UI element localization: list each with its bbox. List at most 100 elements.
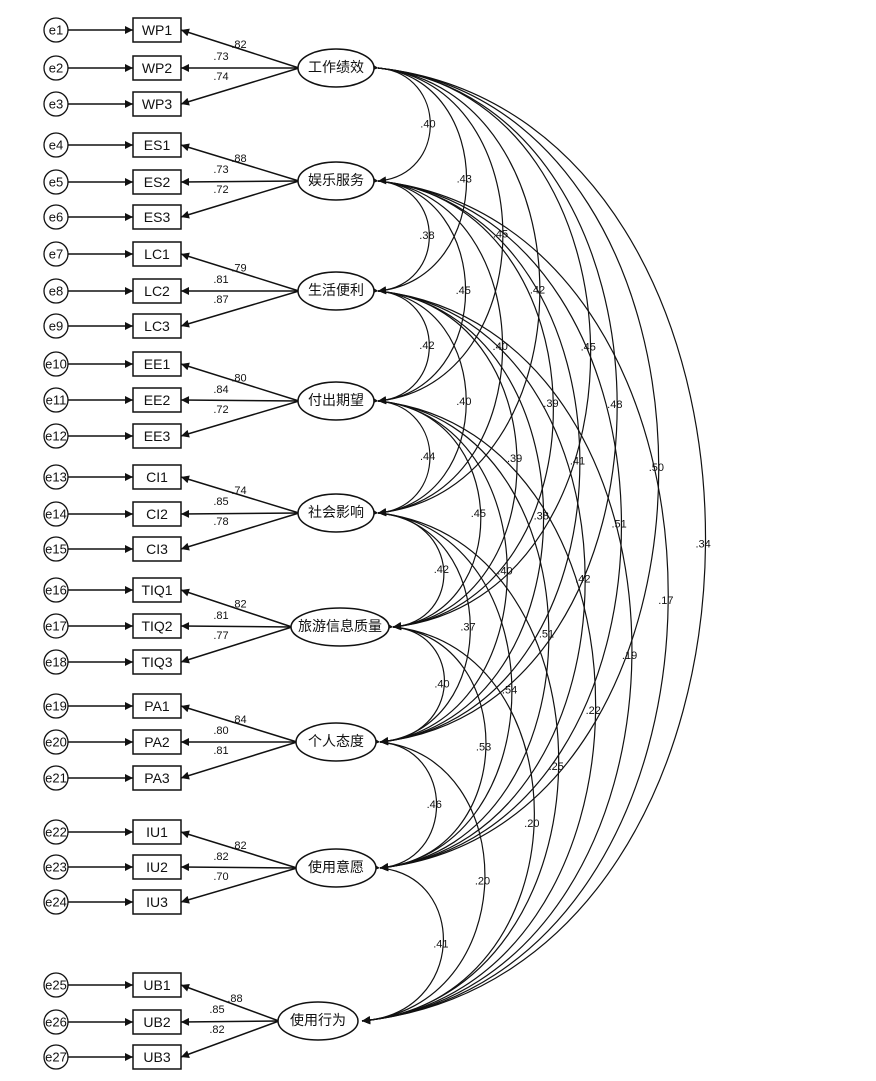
indicator-label: ES2	[144, 174, 171, 190]
latent-construct-4	[297, 381, 375, 421]
indicator-box-lc3	[132, 313, 182, 339]
correlation-arc-8-9	[361, 863, 444, 1025]
indicator-box-es3	[132, 204, 182, 230]
correlation-arc-1-9	[361, 63, 707, 1025]
loading-value: .79	[231, 262, 246, 274]
construct-label: 使用意愿	[308, 859, 364, 876]
error-label: e1	[49, 23, 63, 38]
correlation-arc-3-5	[369, 286, 467, 517]
indicator-box-tiq1	[132, 577, 182, 603]
indicator-label: IU3	[146, 894, 168, 910]
indicator-box-ub3	[132, 1044, 182, 1070]
correlation-arc-2-4	[369, 176, 467, 405]
correlation-value: .45	[493, 229, 508, 241]
error-node-e17	[43, 613, 69, 639]
indicator-box-lc2	[132, 278, 182, 304]
indicator-box-lc1	[132, 241, 182, 267]
loading-value: .84	[231, 714, 246, 726]
error-node-e8	[43, 278, 69, 304]
indicator-box-iu2	[132, 854, 182, 880]
latent-construct-5	[297, 493, 375, 533]
indicator-box-ee3	[132, 423, 182, 449]
measurement-paths	[68, 26, 300, 1061]
loading-path-ee2	[180, 396, 300, 405]
indicator-label: UB3	[143, 1049, 170, 1065]
correlation-value: .39	[507, 453, 522, 465]
indicator-box-tiq2	[132, 613, 182, 639]
loading-value: .82	[231, 39, 246, 51]
correlation-arcs	[361, 63, 707, 1025]
construct-label: 工作绩效	[308, 60, 364, 76]
correlation-arc-4-6	[369, 396, 482, 631]
latent-construct-8	[295, 848, 377, 888]
error-label: e20	[45, 735, 67, 750]
loading-value: .82	[213, 851, 228, 863]
indicator-label: EE2	[144, 392, 171, 408]
indicator-box-iu3	[132, 889, 182, 915]
error-node-e19	[43, 693, 69, 719]
indicator-box-wp3	[132, 91, 182, 117]
correlation-value: .40	[493, 341, 508, 353]
error-label: e2	[49, 61, 63, 76]
error-node-e14	[43, 501, 69, 527]
loading-path-lc1	[180, 252, 300, 292]
error-label: e5	[49, 175, 63, 190]
error-node-e21	[43, 765, 69, 791]
latent-construct-6	[290, 607, 390, 647]
construct-label: 旅游信息质量	[298, 618, 382, 635]
correlation-value: .42	[434, 564, 449, 576]
indicator-label: WP2	[142, 60, 173, 76]
construct-label: 社会影响	[308, 505, 364, 521]
loading-value: .82	[231, 840, 246, 852]
error-label: e6	[49, 210, 63, 225]
correlation-arc-5-7	[369, 508, 471, 746]
error-label: e3	[49, 97, 63, 112]
correlation-arc-6-7	[379, 622, 446, 746]
loading-path-pa3	[180, 741, 298, 780]
loading-value: .80	[213, 725, 228, 737]
correlation-arc-3-6	[369, 286, 518, 631]
correlation-arc-2-8	[369, 176, 623, 872]
indicator-label: UB2	[143, 1014, 170, 1030]
error-node-e1	[43, 17, 69, 43]
error-node-e6	[43, 204, 69, 230]
indicator-label: TIQ1	[141, 582, 172, 598]
loading-path-tiq3	[180, 626, 293, 664]
error-node-e27	[43, 1044, 69, 1070]
correlation-value: .19	[622, 650, 637, 662]
indicator-box-ub2	[132, 1009, 182, 1035]
indicator-box-pa2	[132, 729, 182, 755]
correlation-value: .42	[530, 285, 545, 297]
error-label: e10	[45, 357, 67, 372]
indicator-label: PA3	[144, 770, 170, 786]
correlation-arc-1-6	[369, 63, 592, 631]
indicator-label: LC3	[144, 318, 170, 334]
error-node-e18	[43, 649, 69, 675]
error-node-e7	[43, 241, 69, 267]
error-node-e2	[43, 55, 69, 81]
error-node-e26	[43, 1009, 69, 1035]
indicator-box-ee2	[132, 387, 182, 413]
loading-path-es3	[180, 180, 300, 219]
loading-path-tiq1	[180, 588, 293, 628]
error-label: e25	[45, 978, 67, 993]
loading-path-iu3	[180, 867, 298, 904]
correlation-arc-7-8	[371, 737, 437, 872]
indicator-box-iu1	[132, 819, 182, 845]
indicator-box-ci1	[132, 464, 182, 490]
correlation-arc-2-9	[361, 176, 669, 1025]
loading-path-ub2	[180, 1017, 280, 1026]
loading-path-pa1	[180, 704, 298, 743]
indicator-label: ES1	[144, 137, 171, 153]
construct-label: 个人态度	[308, 734, 364, 750]
correlation-value: .51	[539, 629, 554, 641]
loading-path-wp1	[180, 28, 300, 69]
indicator-box-wp2	[132, 55, 182, 81]
indicator-label: TIQ2	[141, 618, 172, 634]
correlation-value: .43	[457, 174, 472, 186]
error-node-e13	[43, 464, 69, 490]
indicator-box-ub1	[132, 972, 182, 998]
indicator-label: WP3	[142, 96, 173, 112]
